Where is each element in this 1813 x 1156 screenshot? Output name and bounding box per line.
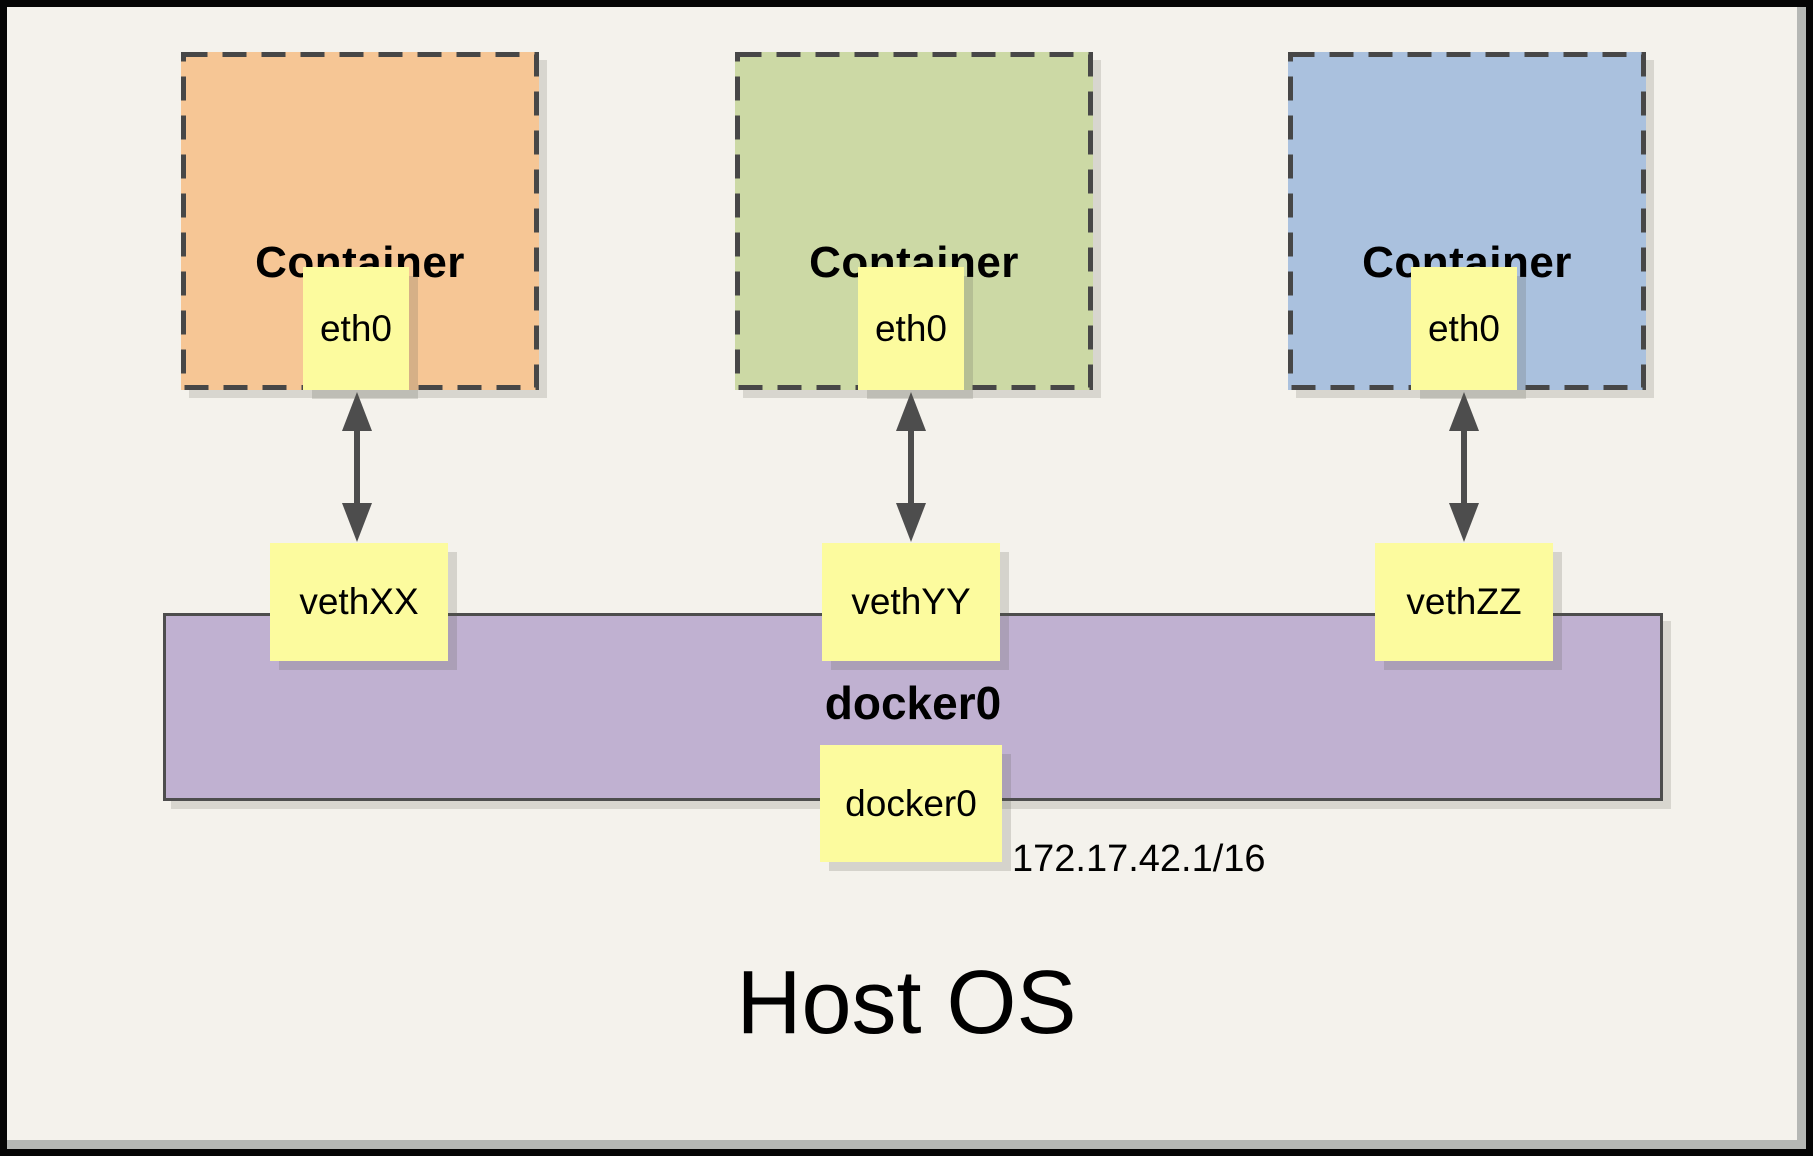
eth0-interface-box-1: eth0 [303, 267, 409, 390]
vethZZ-box: vethZZ [1375, 543, 1553, 661]
bidirectional-arrow-3 [1449, 392, 1479, 542]
host-os-label: Host OS [736, 953, 1077, 1053]
bridge-ip-label: 172.17.42.1/16 [1012, 838, 1266, 880]
vethYY-box: vethYY [822, 543, 1000, 661]
vethXX-box: vethXX [270, 543, 448, 661]
bidirectional-arrow-2 [896, 392, 926, 542]
bidirectional-arrow-1 [342, 392, 372, 542]
docker0-interface-box: docker0 [820, 745, 1002, 862]
docker0-bridge-label: docker0 [824, 677, 1002, 729]
eth0-interface-box-3: eth0 [1411, 267, 1517, 390]
eth0-interface-box-2: eth0 [858, 267, 964, 390]
